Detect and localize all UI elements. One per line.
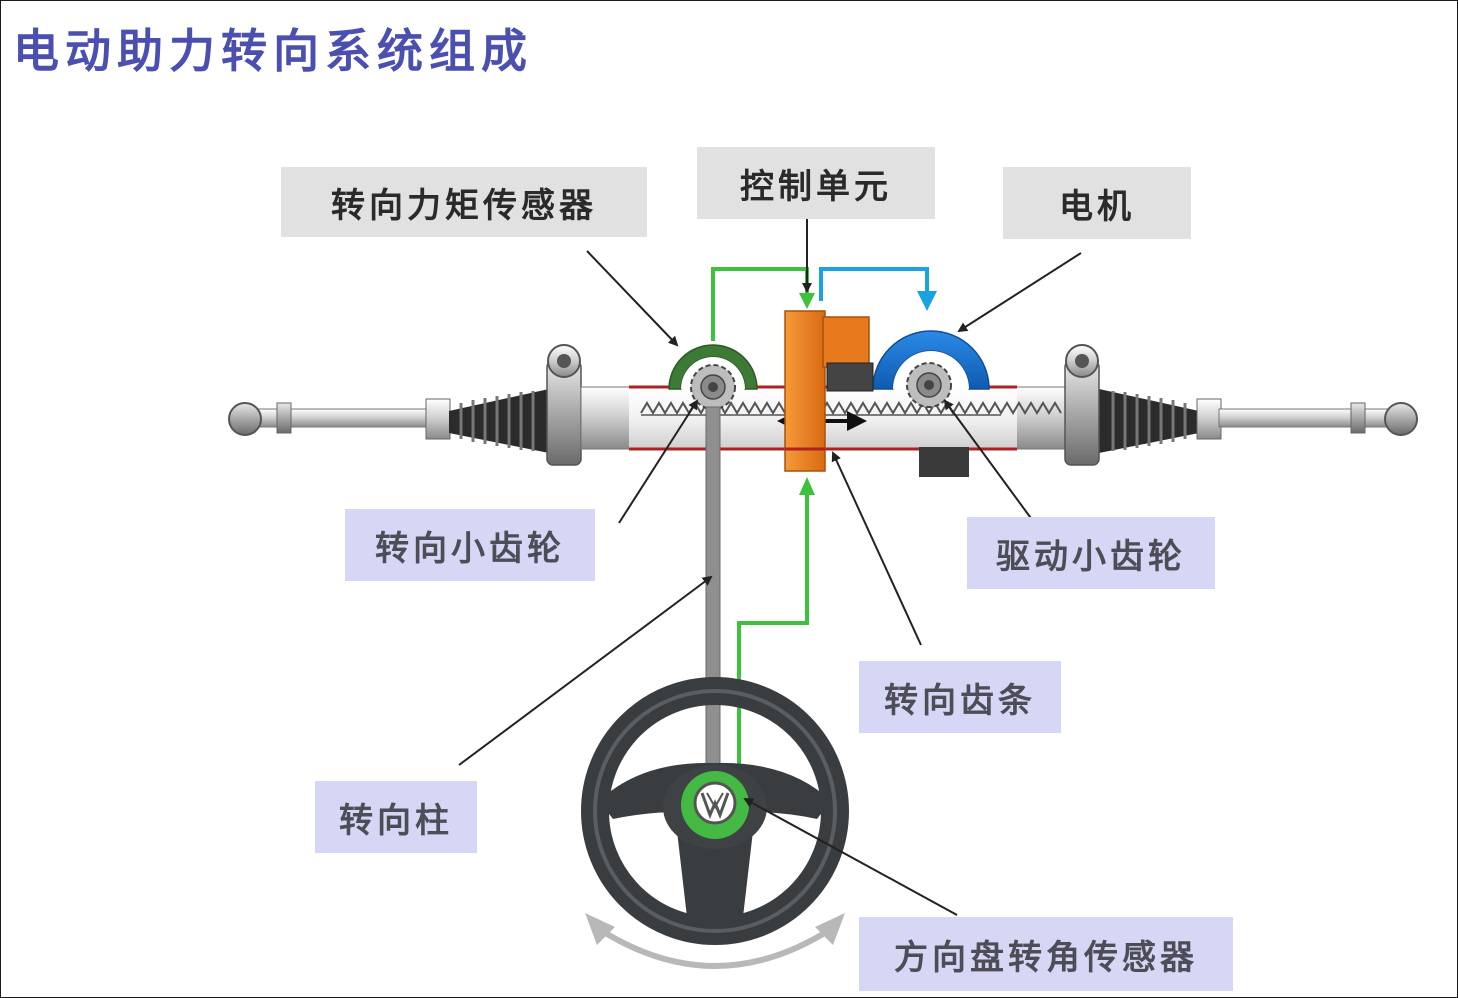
diagram-title: 电动助力转向系统组成 bbox=[13, 24, 533, 78]
label-motor: 电机 bbox=[1003, 167, 1191, 239]
label-drive-pinion: 驱动小齿轮 bbox=[967, 517, 1215, 589]
label-steering-pinion: 转向小齿轮 bbox=[345, 509, 595, 581]
label-steering-angle-sensor: 方向盘转角传感器 bbox=[859, 917, 1233, 991]
right-mount-bracket bbox=[1014, 344, 1100, 466]
vw-logo-icon bbox=[693, 781, 737, 825]
motor-base-block bbox=[919, 447, 969, 477]
right-bellows-boot bbox=[1099, 389, 1199, 453]
leader-lines bbox=[458, 219, 1082, 916]
label-steering-rack: 转向齿条 bbox=[859, 661, 1061, 733]
label-control-unit: 控制单元 bbox=[697, 147, 935, 219]
right-tie-rod bbox=[1196, 398, 1418, 440]
left-tie-rod bbox=[228, 398, 451, 440]
control-unit-block bbox=[784, 310, 874, 472]
left-bellows-boot bbox=[449, 389, 549, 453]
steering-pinion-gear bbox=[690, 364, 736, 410]
drive-pinion-gear bbox=[906, 362, 952, 408]
steering-column-shaft bbox=[705, 406, 721, 782]
label-torque-sensor: 转向力矩传感器 bbox=[281, 167, 647, 237]
rotate-arrow-icon bbox=[585, 913, 845, 969]
label-steering-column: 转向柱 bbox=[315, 781, 477, 853]
left-mount-bracket bbox=[546, 344, 632, 466]
